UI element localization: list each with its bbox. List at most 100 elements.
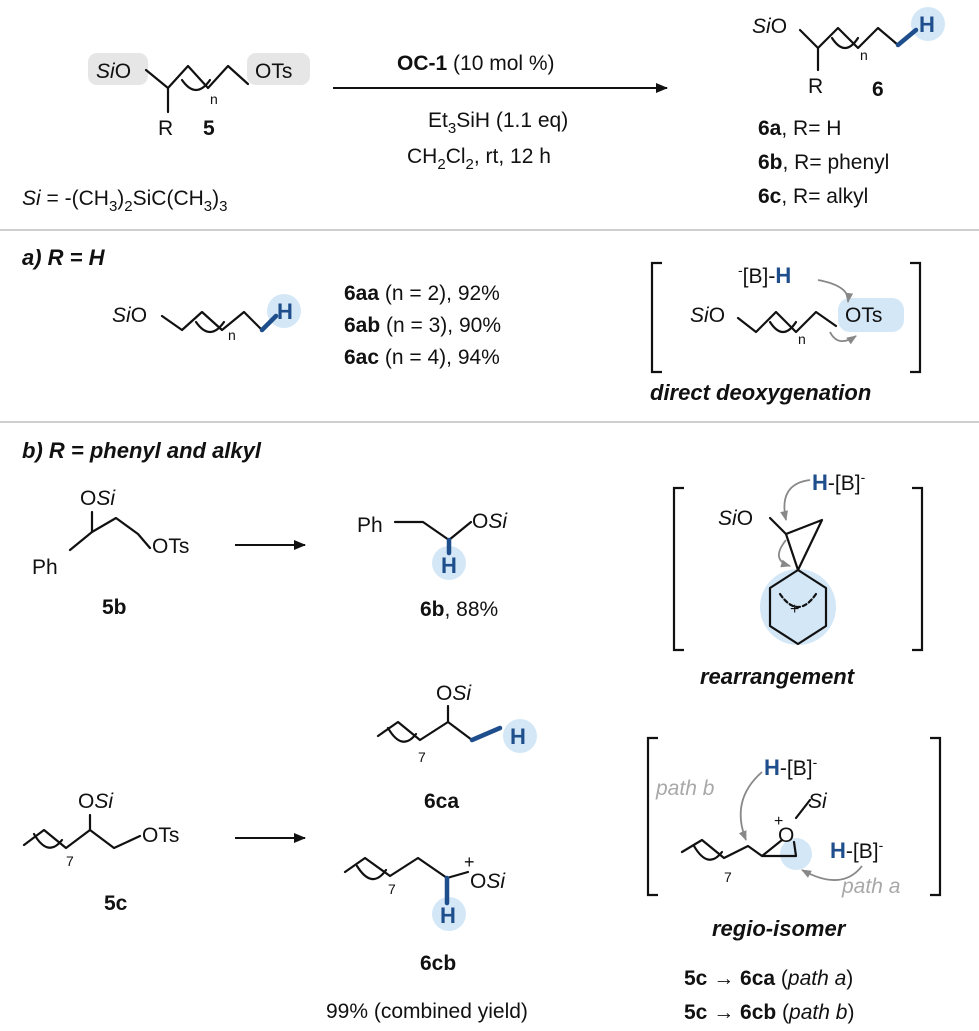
p6cb-osi: OSi: [470, 870, 506, 893]
rearrangement-mechanism: H-[B]- SiO + rearrangement: [672, 469, 924, 689]
p6b-ph: Ph: [357, 514, 383, 537]
mech-a-sio: SiO: [690, 304, 725, 327]
r5c-bonds: [22, 813, 142, 850]
regio-bracket: [692, 844, 724, 861]
section-a-header: a) R = H: [22, 245, 106, 270]
r5b-ots: OTs: [152, 535, 189, 558]
cyclopropane-bonds: [768, 516, 824, 572]
p6cb-bracket: [355, 864, 388, 881]
mech-a-curly-arrow-1: [817, 279, 854, 303]
product-6ca: OSi 7 H 6ca: [376, 682, 537, 813]
regio-hydride-2: H-[B]-: [830, 837, 884, 863]
section-b-header: b) R = phenyl and alkyl: [22, 438, 262, 463]
a-n-label: n: [228, 327, 236, 343]
mech-c-right-bracket: [930, 736, 942, 897]
ots-group-highlight: [247, 53, 310, 85]
rear-curly-arrow: [780, 479, 811, 521]
p6ca-ch-bond: [469, 725, 503, 743]
p6b-h-highlight: [432, 546, 466, 580]
p6b-bonds: [393, 520, 473, 542]
p6ca-bracket: [386, 726, 418, 743]
p6cb-plus: +: [464, 852, 475, 872]
arenium-delocalization: [778, 592, 818, 609]
result-6ab: 6ab (n = 3), 90%: [344, 314, 501, 337]
section-a-product: SiO n H: [112, 294, 301, 343]
pr-n-label: n: [860, 47, 868, 63]
pr-sio-label: SiO: [752, 15, 787, 38]
catalyst-label: OC-1 (10 mol %): [397, 52, 555, 75]
summary-path-b: 5c → 6cb (path b): [684, 1001, 854, 1024]
pr-ch-bond: [895, 27, 919, 48]
pr-chain-bonds: [798, 26, 900, 50]
sm-sio-label: SiO: [96, 60, 131, 83]
r5b-osi: OSi: [80, 487, 116, 510]
p6ca-bonds: [376, 704, 474, 742]
a-n-bracket: [194, 320, 226, 334]
regio-arrow-a: [801, 865, 863, 881]
mech-a-n-bracket: [768, 320, 798, 334]
pr-compound-number: 6: [872, 78, 884, 101]
sm-r-label: R: [158, 117, 173, 140]
mech-a-label: direct deoxygenation: [650, 380, 871, 405]
ots-highlight: [838, 298, 904, 332]
p6ca-sub: 7: [418, 749, 426, 765]
mech-a-hydride: -[B]-H: [738, 262, 791, 288]
direct-deoxygenation-mechanism: -[B]-H SiO n OTs direct deoxygenation: [650, 261, 922, 405]
p6b-label: 6b, 88%: [420, 598, 498, 621]
mech-a-chain-bonds: [736, 310, 838, 334]
rear-curly-arrow-2: [778, 539, 791, 568]
reagent-label: Et3SiH (1.1 eq): [428, 109, 568, 137]
a-chain-bonds: [160, 310, 264, 332]
pr-n-bracket: [830, 36, 860, 50]
mech-c-left-bracket: [646, 736, 658, 897]
result-6aa: 6aa (n = 2), 92%: [344, 282, 500, 305]
regio-path-a: path a: [841, 875, 900, 898]
regio-epoxide-bonds: [680, 798, 812, 860]
rear-plus: +: [790, 601, 799, 618]
p6ca-h-highlight: [503, 719, 537, 753]
r5b-bonds: [68, 510, 152, 552]
substrate-5c: OSi 7 OTs 5c: [22, 790, 179, 915]
regio-arrow-b: [738, 771, 763, 841]
sm-n-label: n: [210, 91, 218, 107]
p6cb-h: H: [440, 903, 456, 928]
substrate-5b: OSi OTs Ph 5b: [32, 487, 189, 619]
r5c-sub: 7: [66, 853, 74, 869]
p6b-h: H: [441, 553, 457, 578]
regio-o: O: [778, 824, 794, 847]
rear-label: rearrangement: [700, 664, 856, 689]
r5c-label: 5c: [104, 892, 128, 915]
rear-sio: SiO: [718, 507, 753, 530]
p6cb-bonds: [343, 856, 470, 880]
product-6b-entry: 6b, R= phenyl: [758, 151, 889, 174]
reaction-conditions: OC-1 (10 mol %) Et3SiH (1.1 eq) CH2Cl2, …: [333, 52, 668, 173]
regio-plus: +: [774, 813, 783, 830]
mech-a-right-bracket: [910, 261, 922, 374]
regio-label: regio-isomer: [712, 916, 847, 941]
arenium-ring: [768, 568, 828, 646]
r5c-ots: OTs: [142, 824, 179, 847]
product-6: SiO n H R 6 6a, R= H 6b, R= phenyl 6c, R…: [752, 7, 945, 208]
section-a-results: 6aa (n = 2), 92% 6ab (n = 3), 90% 6ac (n…: [344, 282, 501, 369]
sio-group-highlight: [88, 53, 148, 85]
product-6cb: + OSi 7 H 6cb 99% (combined yield): [326, 852, 528, 1023]
rear-hydride: H-[B]-: [812, 469, 866, 495]
r5c-bracket: [32, 832, 64, 849]
sm-compound-number: 5: [203, 117, 215, 140]
mech-a-n-label: n: [798, 331, 806, 347]
pr-r-label: R: [808, 75, 823, 98]
mech-a-ots: OTs: [845, 304, 882, 327]
h-highlight: [911, 7, 945, 41]
p6cb-label: 6cb: [420, 952, 456, 975]
p6cb-h-highlight: [432, 897, 466, 931]
sm-n-bracket: [180, 78, 212, 92]
sm-ots-label: OTs: [255, 60, 292, 83]
regio-si: Si: [808, 790, 828, 813]
r5b-ph: Ph: [32, 556, 58, 579]
si-definition: Si = -(CH3)2SiC(CH3)3: [22, 187, 227, 215]
a-sio-label: SiO: [112, 304, 147, 327]
p6ca-osi: OSi: [436, 682, 472, 705]
a-ch-bond: [259, 313, 279, 333]
product-6b: Ph OSi H 6b, 88%: [357, 510, 508, 621]
a-h-label: H: [277, 299, 293, 324]
